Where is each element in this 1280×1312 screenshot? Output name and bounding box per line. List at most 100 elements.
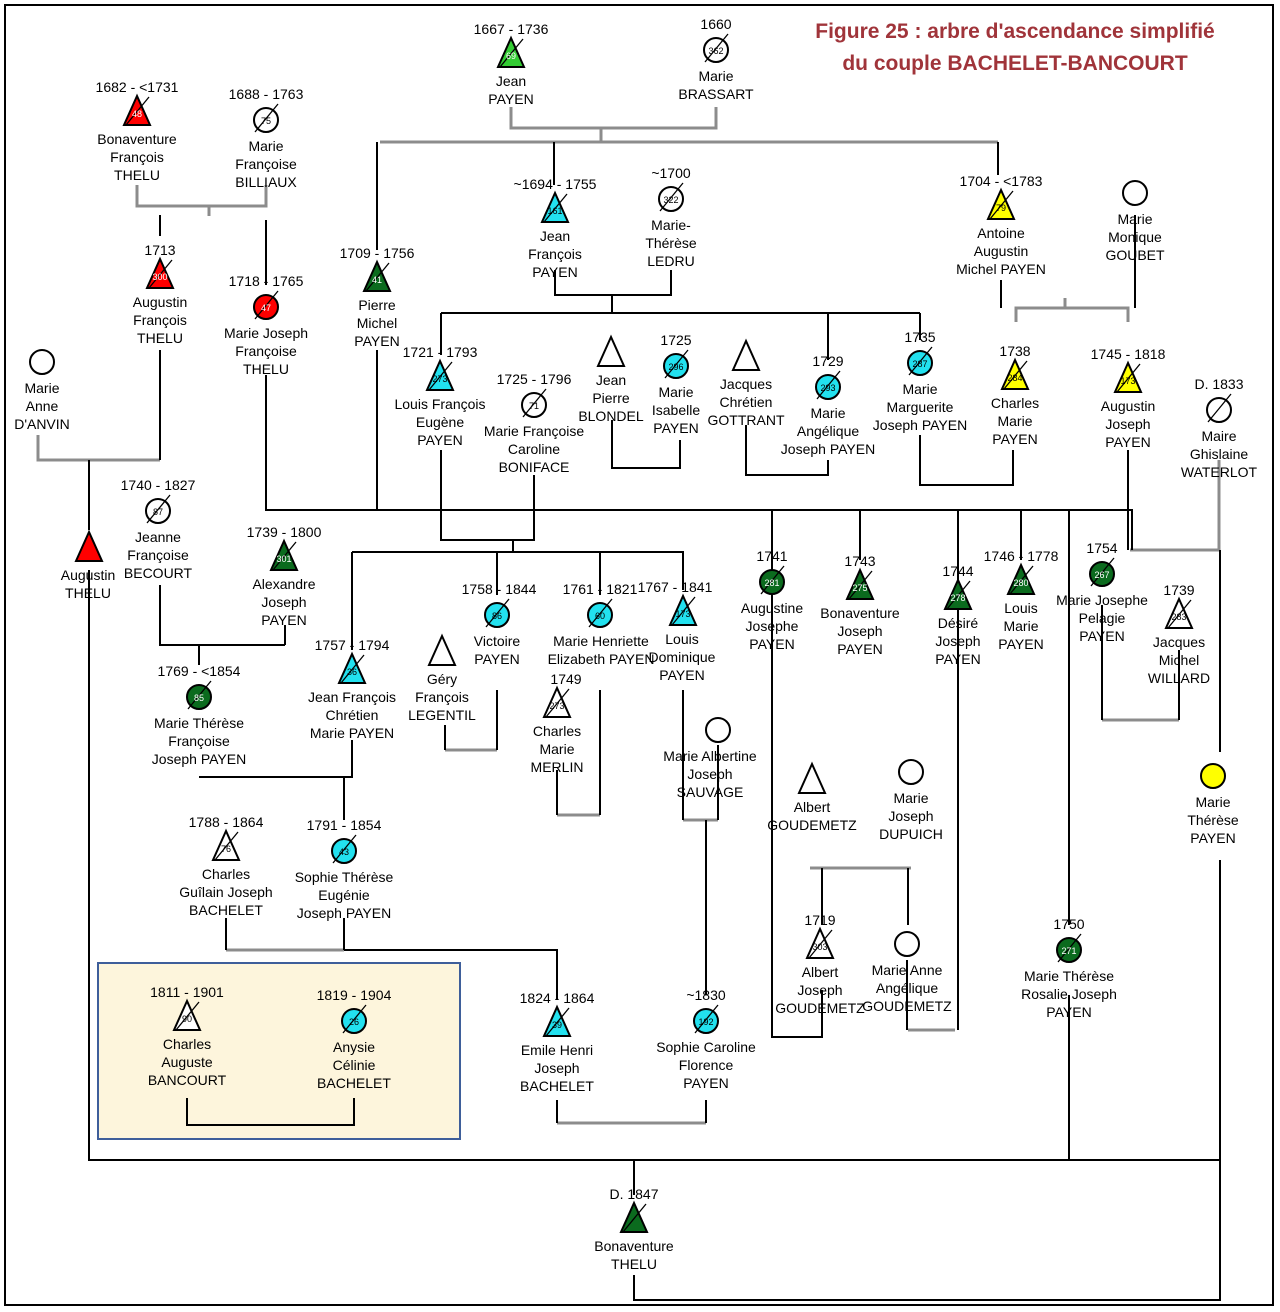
- name-line: BACHELET: [520, 1078, 594, 1094]
- name-line: Marie: [997, 413, 1032, 429]
- sosa-number: 284: [1007, 373, 1022, 383]
- life-dates: 1767 - 1841: [638, 579, 713, 595]
- life-dates: 1754: [1086, 540, 1117, 556]
- name-line: Michel: [1159, 652, 1199, 668]
- name-line: Dominique: [649, 649, 716, 665]
- name-line: Jean: [540, 228, 570, 244]
- life-dates: 1709 - 1756: [340, 245, 415, 261]
- name-line: Louis: [1004, 600, 1037, 616]
- name-line: PAYEN: [1046, 1004, 1091, 1020]
- name-line: Marie PAYEN: [310, 725, 394, 741]
- status-slash: [1167, 599, 1192, 629]
- name-line: BRASSART: [678, 86, 754, 102]
- name-line: BLONDEL: [578, 408, 644, 424]
- sosa-number: 275: [852, 583, 867, 593]
- name-line: Alexandre: [252, 576, 315, 592]
- sosa-number: 300: [152, 272, 167, 282]
- female-symbol: [705, 717, 731, 743]
- name-line: Marie Anne: [872, 962, 943, 978]
- male-symbol: [496, 35, 526, 68]
- life-dates: 1746 - 1778: [984, 548, 1059, 564]
- name-line: PAYEN: [998, 636, 1043, 652]
- figure-title-line-1: Figure 25 : arbre d'ascendance simplifié: [815, 20, 1215, 43]
- name-line: Marie Joseph: [224, 325, 308, 341]
- life-dates: 1688 - 1763: [229, 86, 304, 102]
- descent-line: [919, 435, 1014, 486]
- name-line: WATERLOT: [1181, 464, 1258, 480]
- sosa-number: 43: [339, 847, 349, 857]
- name-line: Bonaventure: [820, 605, 900, 621]
- male-symbol: [731, 338, 761, 371]
- sosa-number: 173: [675, 609, 690, 619]
- name-line: Louis: [665, 631, 698, 647]
- sosa-number: 41: [372, 275, 382, 285]
- name-line: Albert: [794, 799, 831, 815]
- name-line: Charles: [991, 395, 1039, 411]
- descent-line: [633, 1160, 1221, 1301]
- life-dates: 1750: [1053, 916, 1084, 932]
- status-slash: [332, 834, 357, 864]
- female-symbol: [1122, 180, 1148, 206]
- status-slash: [848, 570, 873, 600]
- status-slash: [146, 494, 171, 524]
- descent-line: [771, 510, 823, 1038]
- male-symbol: [596, 334, 626, 367]
- name-line: PAYEN: [1190, 830, 1235, 846]
- name-line: Rosalie Joseph: [1021, 986, 1117, 1002]
- name-line: Emile Henri: [521, 1042, 593, 1058]
- status-slash: [704, 33, 729, 63]
